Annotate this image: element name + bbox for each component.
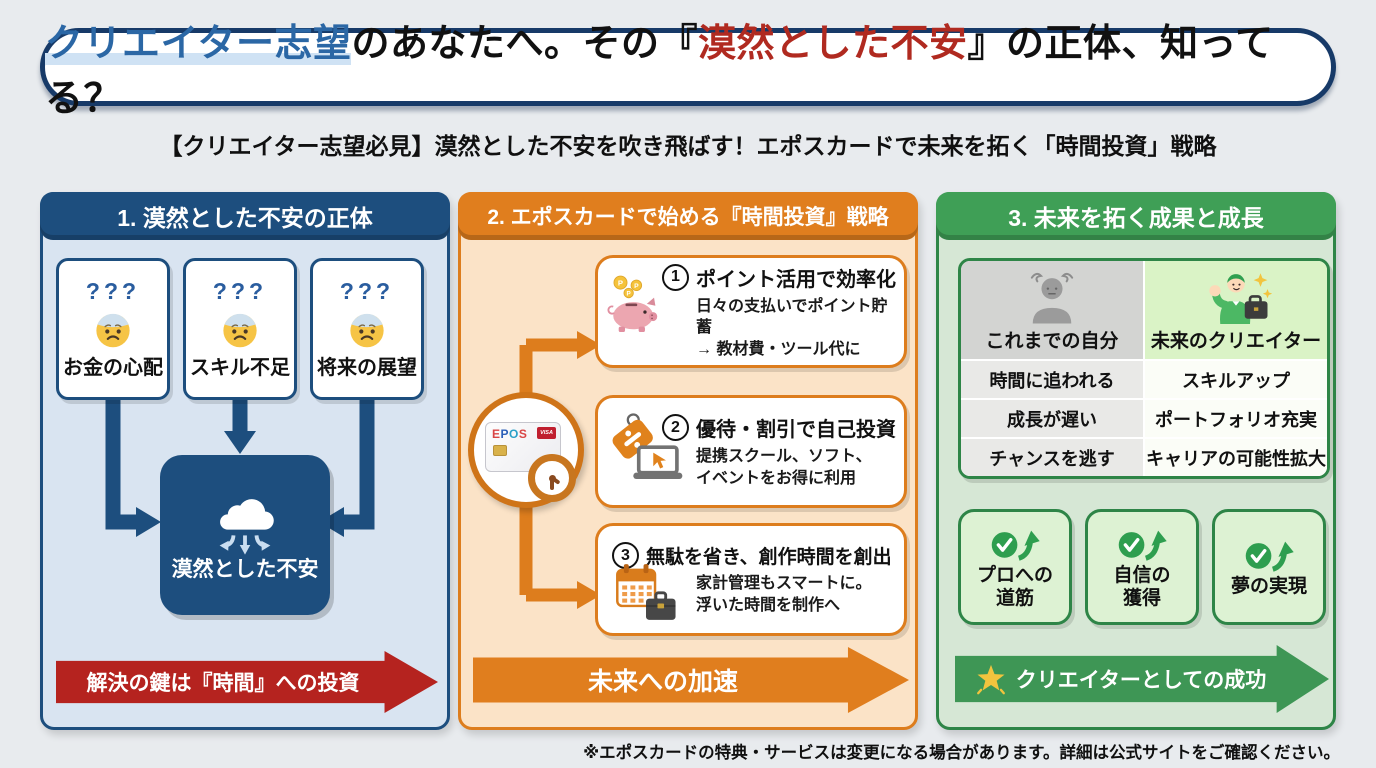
question-marks-icon: ??? — [339, 278, 395, 304]
table-cell-past: 成長が遅い — [961, 400, 1143, 437]
table-cell-future: ポートフォリオ充実 — [1145, 400, 1327, 437]
worry-card-money: ??? お金の心配 — [56, 258, 170, 400]
dissipating-cloud-icon — [219, 499, 274, 555]
epos-logo: EPOS — [492, 427, 528, 441]
visa-logo: VISA — [537, 427, 556, 439]
worried-face-icon — [350, 313, 384, 348]
worry-card-skill: ??? スキル不足 — [183, 258, 297, 400]
svg-text:P: P — [634, 283, 639, 290]
solution-banner-text: 解決の鍵は『時間』への投資 — [86, 672, 360, 695]
card-chip-icon — [493, 445, 507, 456]
achievement-box-pro: プロへの 道筋 — [958, 509, 1072, 625]
achievement-box-dream: 夢の実現 — [1212, 509, 1326, 625]
title-mid: のあなたへ。その — [351, 23, 660, 65]
star-burst-icon — [976, 664, 1005, 695]
calendar-briefcase-icon — [612, 560, 680, 629]
worry-label: スキル不足 — [190, 357, 290, 379]
disclaimer-footnote: ※エポスカードの特典・サービスは変更になる場合があります。詳細は公式サイトをご確… — [583, 744, 1340, 762]
svg-text:P: P — [618, 278, 623, 287]
title-text: クリエイター志望のあなたへ。その『漠然とした不安』の正体、知ってる？ — [45, 12, 1331, 122]
discount-tag-laptop-icon — [606, 412, 686, 491]
table-header-past-label: これまでの自分 — [985, 330, 1119, 352]
acceleration-banner-text: 未来への加速 — [587, 668, 738, 696]
table-cell-past: チャンスを逃す — [961, 439, 1143, 476]
question-marks-icon: ??? — [85, 278, 141, 304]
step-card-discounts: 2 優待・割引で自己投資 提携スクール、ソフト、 イベントをお得に利用 — [595, 395, 907, 508]
clock-icon — [528, 454, 576, 502]
piggy-bank-icon: P P P — [606, 272, 664, 339]
check-growth-icon — [1118, 530, 1167, 561]
solution-banner: 解決の鍵は『時間』への投資 — [56, 651, 438, 713]
table-header-past: これまでの自分 — [961, 261, 1143, 359]
section-growth-header: 3. 未来を拓く成果と成長 — [936, 192, 1336, 240]
achievement-label: プロへの 道筋 — [976, 564, 1053, 609]
step-title-row: 1 ポイント活用で効率化 — [662, 263, 896, 292]
section-growth: 3. 未来を拓く成果と成長 これまでの自分 — [936, 192, 1336, 730]
worried-face-icon — [223, 313, 257, 348]
success-banner: クリエイターとしての成功 — [955, 645, 1329, 713]
section-anxiety-header: 1. 漠然とした不安の正体 — [40, 192, 450, 240]
step-title: ポイント活用で効率化 — [696, 268, 896, 291]
table-cell-past: 時間に追われる — [961, 361, 1143, 398]
step-title: 無駄を省き、創作時間を創出 — [646, 547, 892, 569]
table-cell-future: キャリアの可能性拡大 — [1145, 439, 1327, 476]
worry-label: お金の心配 — [63, 357, 163, 379]
success-banner-text: クリエイターとしての成功 — [1015, 669, 1267, 692]
title-lead: クリエイター志望 — [45, 23, 352, 65]
acceleration-banner: 未来への加速 — [473, 647, 909, 713]
worried-face-icon — [96, 313, 130, 348]
section-strategy-header: 2. エポスカードで始める『時間投資』戦略 — [458, 192, 918, 240]
title-banner: クリエイター志望のあなたへ。その『漠然とした不安』の正体、知ってる？ — [40, 23, 1336, 120]
step-number-badge: 1 — [662, 263, 689, 291]
svg-text:P: P — [627, 290, 631, 297]
step-description: 家計管理もスマートに。 浮いた時間を制作へ — [696, 575, 872, 614]
worry-label: 将来の展望 — [317, 357, 417, 379]
step-card-time: 3 無駄を省き、創作時間を創出 家計管理もスマートに。 浮いた時間を制作へ — [595, 523, 907, 636]
epos-card-badge: EPOS VISA — [468, 392, 584, 508]
stressed-person-icon — [1030, 272, 1074, 323]
section-anxiety: 1. 漠然とした不安の正体 ??? お金 — [40, 192, 450, 730]
section-strategy: 2. エポスカードで始める『時間投資』戦略 EPOS VISA — [458, 192, 918, 730]
achievement-label: 夢の実現 — [1230, 576, 1307, 598]
check-growth-icon — [1245, 541, 1294, 572]
step-title: 優待・割引で自己投資 — [696, 419, 896, 442]
table-header-future-label: 未来のクリエイター — [1150, 330, 1322, 352]
question-marks-icon: ??? — [212, 278, 268, 304]
title-open-bracket: 『 — [659, 23, 699, 65]
anxiety-result-box: 漠然とした不安 — [160, 455, 330, 615]
title-close-bracket: 』 — [967, 23, 1007, 65]
step-description: 提携スクール、ソフト、 イベントをお得に利用 — [696, 448, 872, 487]
achievement-box-confidence: 自信の 獲得 — [1085, 509, 1199, 625]
confident-creator-icon — [1209, 272, 1273, 324]
table-cell-future: スキルアップ — [1145, 361, 1327, 398]
title-tail: の正体、知ってる？ — [45, 23, 1274, 120]
step-card-points: P P P 1 ポイント活用で効率化 日々の支払いでポイン — [595, 255, 907, 368]
comparison-table: これまでの自分 未来のクリエイター — [958, 258, 1330, 479]
title-highlight: 漠然とした不安 — [698, 23, 968, 65]
check-growth-icon — [991, 530, 1040, 561]
step-title-row: 2 優待・割引で自己投資 — [662, 413, 896, 442]
achievement-label: 自信の 獲得 — [1113, 564, 1171, 609]
anxiety-flow-arrows — [105, 400, 375, 537]
worry-card-future: ??? 将来の展望 — [310, 258, 424, 400]
subtitle: 【クリエイター志望必見】漠然とした不安を吹き飛ばす！エポスカードで未来を拓く「時… — [159, 133, 1217, 159]
anxiety-result-label: 漠然とした不安 — [171, 558, 319, 581]
step-number-badge: 2 — [662, 414, 689, 442]
table-header-future: 未来のクリエイター — [1145, 261, 1327, 359]
step-description: 日々の支払いでポイント貯蓄 → 教材費・ツール代に — [696, 297, 888, 358]
